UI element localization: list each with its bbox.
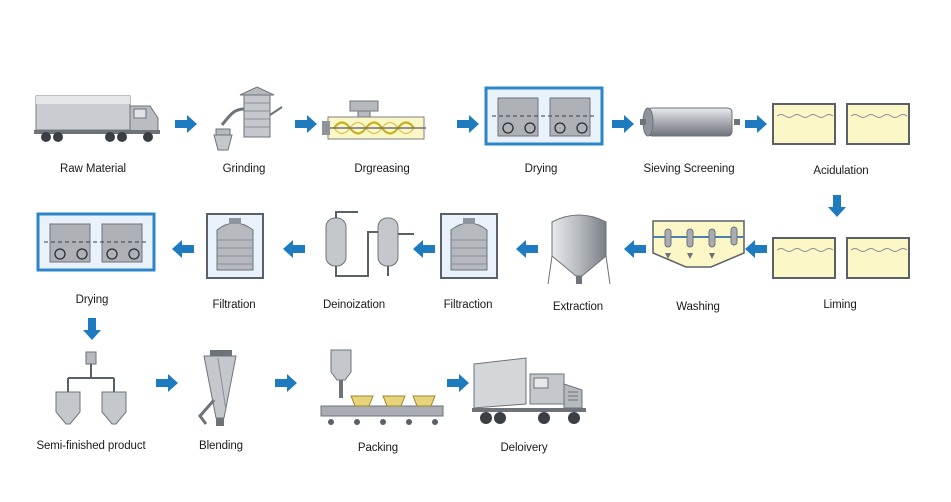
step-label-blending: Blending [199,440,243,452]
filter-press-icon [440,213,498,279]
dryer-icon [36,212,156,272]
step-label-acidulation: Acidulation [813,165,869,177]
right-arrow-icon [295,115,317,133]
step-label-liming: Liming [823,299,857,311]
step-label-washing: Washing [676,301,720,313]
liming-tanks-icon [772,237,910,279]
right-arrow-icon [745,115,767,133]
right-arrow-icon [156,374,178,392]
step-label-sieving: Sieving Screening [643,163,735,175]
ion-exchange-columns-icon [325,211,414,277]
step-label-degreasing: Drgreasing [354,163,410,175]
step-label-drying-1: Drying [524,163,558,175]
left-arrow-icon [745,240,767,258]
grinder-icon [213,86,283,151]
step-label-delivery: Deloivery [500,442,548,454]
delivery-truck-icon [472,357,586,424]
right-arrow-icon [275,374,297,392]
extraction-tank-icon [547,214,611,285]
left-arrow-icon [172,240,194,258]
cone-blender-icon [198,350,237,426]
step-label-filtration: Filtration [212,299,256,311]
down-arrow-icon [828,195,846,217]
left-arrow-icon [413,240,435,258]
step-label-semi-finished: Semi-finished product [36,440,146,452]
right-arrow-icon [175,115,197,133]
sieve-cylinder-icon [640,107,740,137]
left-arrow-icon [624,240,646,258]
filter-press-icon [206,213,264,279]
step-label-packing: Packing [357,442,399,454]
step-label-drying-2: Drying [75,294,109,306]
step-label-raw-material: Raw Material [60,163,126,175]
packing-line-icon [320,349,444,425]
storage-hoppers-icon [55,351,127,425]
acidulation-tanks-icon [772,103,910,145]
step-label-grinding: Grinding [222,163,266,175]
washing-tank-icon [652,220,745,268]
right-arrow-icon [457,115,479,133]
down-arrow-icon [83,318,101,340]
right-arrow-icon [447,374,469,392]
step-label-extraction: Extraction [552,301,604,313]
degreasing-screw-icon [322,100,426,140]
dryer-icon [484,86,604,146]
step-label-deionization: Deinoization [322,299,386,311]
left-arrow-icon [516,240,538,258]
step-label-filtraction: Filtraction [443,299,493,311]
right-arrow-icon [612,115,634,133]
truck-icon [34,95,160,142]
left-arrow-icon [283,240,305,258]
